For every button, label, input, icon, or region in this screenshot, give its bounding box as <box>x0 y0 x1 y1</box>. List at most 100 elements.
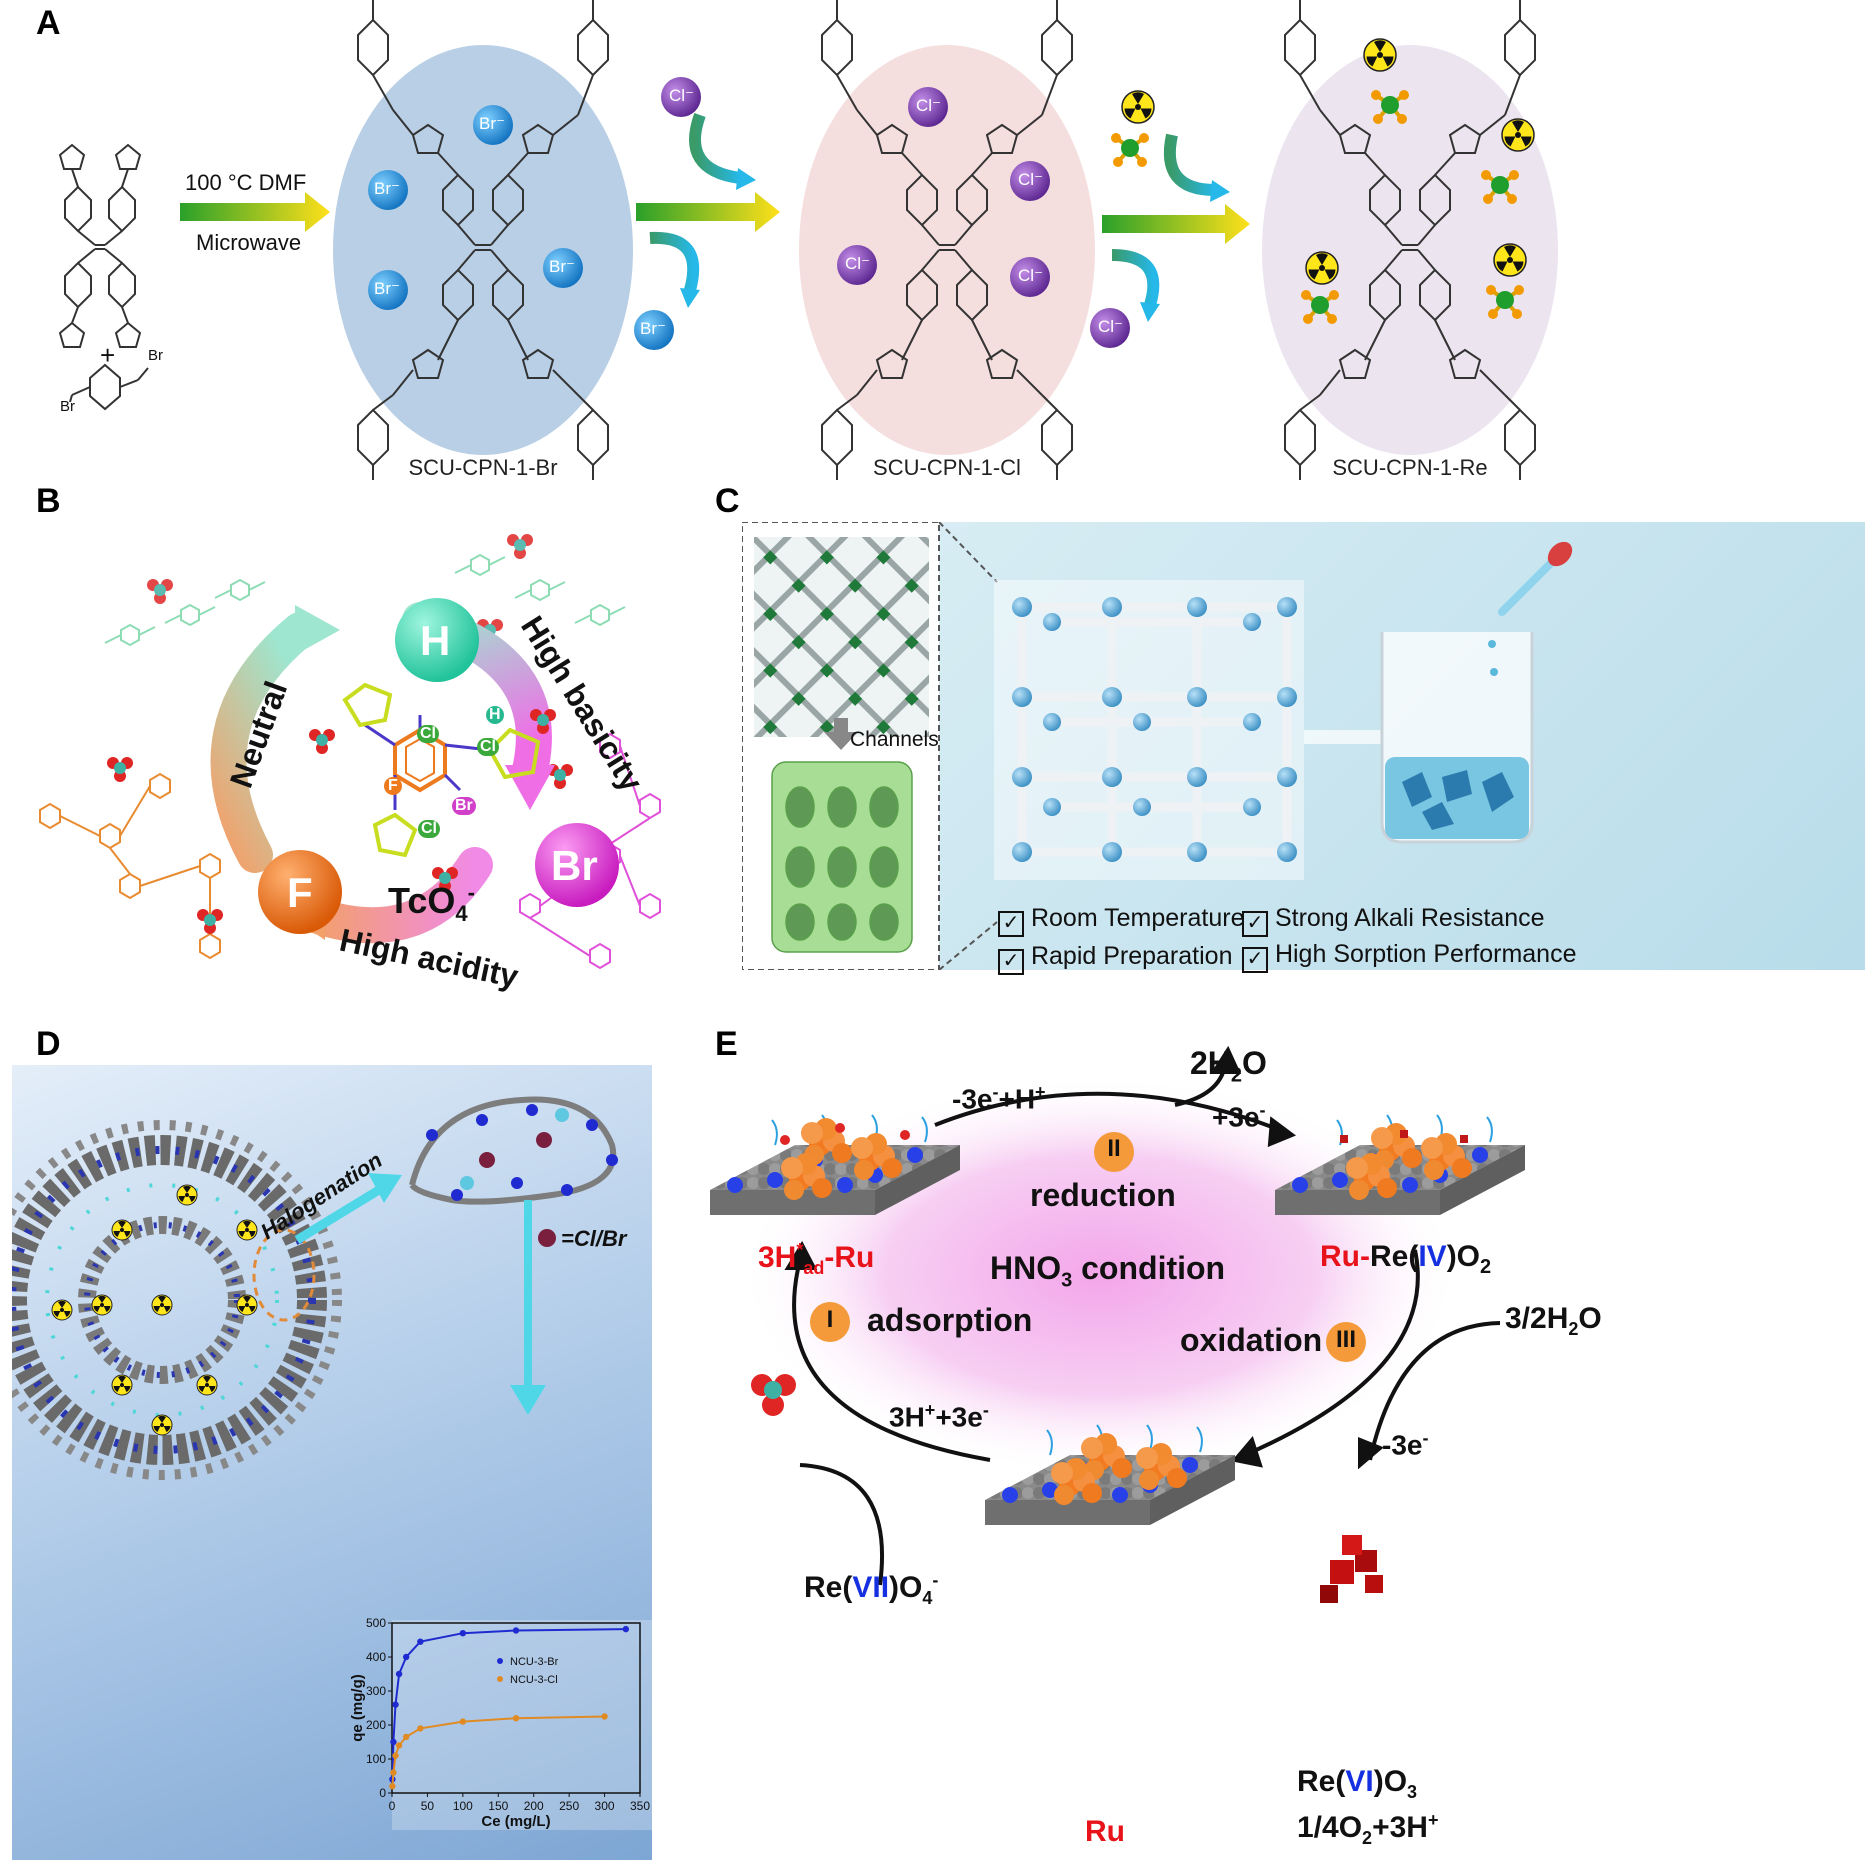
water-product: 2H2O <box>1190 1045 1267 1087</box>
sub-label-br: Br <box>452 797 476 815</box>
legend-marker-NCU-3-Cl <box>497 1676 503 1682</box>
feature-text: Rapid Preparation <box>1030 942 1233 970</box>
y-tick-label: 500 <box>366 1616 386 1630</box>
arc-left <box>792 1259 991 1462</box>
oxide-text: )O <box>1373 1765 1408 1798</box>
br-ion-label: Br⁻ <box>640 319 666 338</box>
channel-structure <box>771 761 913 953</box>
cl-ions <box>837 87 1050 297</box>
br-ion-label: Br⁻ <box>479 114 505 133</box>
perrhenate-molecule <box>751 1374 796 1416</box>
condition-text: condition <box>1072 1250 1226 1286</box>
checkbox-icon: ✓ <box>1242 947 1268 973</box>
panel-a-scheme <box>59 0 1558 480</box>
oxide-sub: 2 <box>1480 1256 1492 1278</box>
water-reactant: 3/2H2O <box>1505 1302 1602 1340</box>
water-reactant-sub: 2 <box>1568 1319 1579 1339</box>
data-point-NCU-3-Br <box>622 1625 630 1633</box>
water-product-o: O <box>1242 1045 1267 1081</box>
oxygen-text: 1/4O <box>1297 1811 1363 1844</box>
data-point-NCU-3-Br <box>459 1630 467 1637</box>
step-3-label: oxidation <box>1180 1322 1323 1358</box>
channels-label: Channels <box>850 728 939 751</box>
step-3-circle <box>1326 1322 1366 1362</box>
data-point-NCU-3-Cl <box>389 1783 396 1790</box>
data-point-NCU-3-Cl <box>601 1713 608 1720</box>
electrons-text: +3e <box>1212 1101 1260 1133</box>
cl-ion-label: Cl⁻ <box>669 86 695 105</box>
sub-label-cl-1: Cl <box>417 725 439 743</box>
condition-microwave: Microwave <box>196 230 302 255</box>
panel-c-scheme <box>742 522 1573 970</box>
caption-scu-cpn-1-cl: SCU-CPN-1-Cl <box>873 455 1021 480</box>
br-label-2: Br <box>60 398 75 415</box>
proton-sup: + <box>1427 1810 1439 1830</box>
exchange-arrow-1 <box>636 192 780 232</box>
feature-text: High Sorption Performance <box>1274 940 1577 968</box>
network-f <box>39 772 221 960</box>
data-point-NCU-3-Br <box>402 1653 410 1661</box>
oxide-sub: 4 <box>922 1588 933 1608</box>
plus-sign: + <box>100 340 116 370</box>
hno3-sub: 3 <box>1061 1269 1073 1292</box>
feature-alkali-resistance: ✓ Strong Alkali Resistance <box>1242 904 1545 937</box>
br-label-1: Br <box>148 347 163 364</box>
legend-atom-label: =Cl/Br <box>561 1226 628 1251</box>
water-in-arrow <box>1368 1321 1501 1461</box>
arc-neutral <box>210 612 318 873</box>
panel-label-e: E <box>715 1025 738 1063</box>
step-2-circle <box>1094 1132 1134 1172</box>
electrons-sup: - <box>1422 1428 1429 1448</box>
re-text: Re( <box>1297 1765 1346 1798</box>
sub-label-cl-3: Cl <box>418 820 440 838</box>
br-sphere <box>535 823 619 907</box>
data-point-NCU-3-Br <box>395 1670 403 1678</box>
monomer-structure <box>59 144 141 348</box>
data-point-NCU-3-Cl <box>390 1769 397 1776</box>
proton-sup: + <box>924 1400 936 1420</box>
br-ions <box>368 105 583 310</box>
br-ion-label: Br⁻ <box>374 279 400 298</box>
cl-ion-label: Cl⁻ <box>916 96 942 115</box>
br-ion-label: Br⁻ <box>374 179 400 198</box>
oxidation-electrons: -3e- <box>1382 1428 1428 1461</box>
br-sphere-label: Br <box>551 842 598 889</box>
cl-ion-label: Cl⁻ <box>1098 317 1124 336</box>
mof-framework <box>12 1120 342 1480</box>
electrons-sup: - <box>992 1082 999 1102</box>
ion-exchange-curls <box>634 77 1230 350</box>
step-2-label: reduction <box>1030 1177 1176 1213</box>
proton-sup: + <box>1035 1082 1046 1102</box>
f-sphere-label: F <box>287 869 313 916</box>
catalyst-top-left <box>710 1114 960 1215</box>
x-tick-label: 50 <box>421 1799 435 1813</box>
hydrogen-sup: * <box>796 1240 804 1260</box>
proton-text: +H <box>998 1083 1036 1115</box>
caption-scu-cpn-1-re: SCU-CPN-1-Re <box>1332 455 1488 480</box>
x-axis-label: Ce (mg/L) <box>481 1813 550 1830</box>
top-right-electrons: +3e- <box>1212 1100 1266 1133</box>
oxide-sub: 3 <box>1407 1782 1418 1802</box>
halogen-atom-icon <box>538 1229 556 1247</box>
oxide-text: )O <box>889 1571 923 1604</box>
step-1-label: adsorption <box>867 1302 1033 1338</box>
legend-label-NCU-3-Br: NCU-3-Br <box>510 1656 559 1668</box>
ru-bottom-label: Ru <box>1085 1815 1125 1848</box>
hno3-condition: HNO3 condition <box>990 1250 1225 1292</box>
electrons-text: -3e <box>1382 1429 1423 1461</box>
top-left-electrons: -3e-+H+ <box>952 1082 1046 1115</box>
checkbox-icon: ✓ <box>1242 911 1268 937</box>
cl-ion-label: Cl⁻ <box>845 254 871 273</box>
reaction-arrow-1 <box>180 192 330 232</box>
feature-rapid-preparation: ✓ Rapid Preparation <box>998 942 1232 975</box>
data-point-NCU-3-Br <box>390 1738 397 1746</box>
reo3-cubes <box>1320 1535 1383 1603</box>
oxidation-state: VI <box>1345 1765 1374 1798</box>
step-2-number: II <box>1107 1135 1121 1162</box>
adsorption-protons: 3H++3e- <box>889 1400 989 1433</box>
legend-label-NCU-3-Cl: NCU-3-Cl <box>510 1674 558 1686</box>
data-point-NCU-3-Cl <box>395 1742 403 1749</box>
hydrogen-sub: ad <box>803 1258 825 1278</box>
x-tick-label: 100 <box>453 1799 473 1813</box>
